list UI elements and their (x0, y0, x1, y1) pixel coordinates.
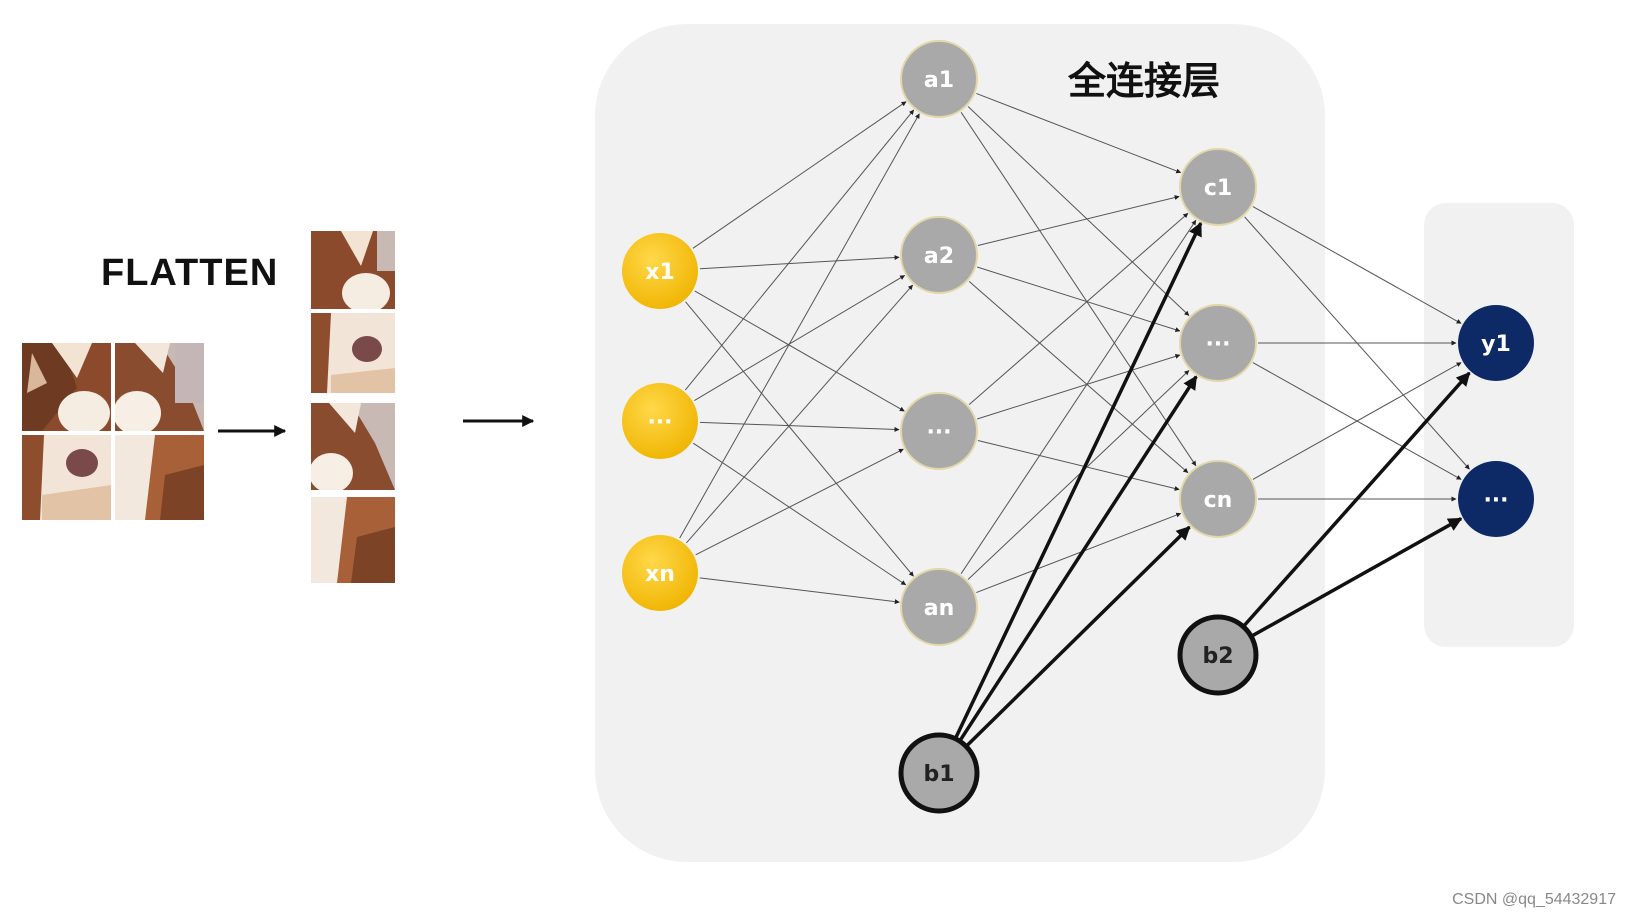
fully-connected-title: 全连接层 (1068, 59, 1221, 103)
dog-tile-art (115, 435, 204, 520)
flat-tile-1 (311, 231, 395, 309)
dog-tile-art (311, 231, 395, 309)
node-circle-a1 (900, 40, 978, 118)
node-label-cn: cn (1204, 488, 1233, 513)
node-xn: xn (622, 535, 698, 611)
edge-xn-a1 (679, 113, 920, 539)
node-label-an: an (924, 596, 955, 621)
edge-an-cn (976, 512, 1182, 594)
dog-tile-art (115, 343, 204, 431)
node-label-x1: x1 (645, 260, 675, 285)
node-circle-ad (900, 392, 978, 470)
node-label-xd: ··· (647, 410, 672, 435)
edge-an-cd (967, 370, 1190, 580)
node-label-a1: a1 (924, 68, 954, 93)
node-label-ad: ··· (926, 420, 951, 445)
dog-tile-art (311, 403, 395, 490)
node-circle-cd (1179, 304, 1257, 382)
node-b1: b1 (898, 732, 980, 814)
edge-xd-an (693, 442, 907, 586)
bias-edge-b1-cn (966, 525, 1191, 747)
node-c1: c1 (1179, 148, 1257, 226)
bias-edges-layer (954, 221, 1471, 747)
edge-a2-c1 (977, 195, 1180, 247)
node-circle-cn (1179, 460, 1257, 538)
flat-tile-4 (311, 497, 395, 583)
node-cd: ··· (1179, 304, 1257, 382)
edge-x1-a2 (699, 255, 900, 270)
bias-edge-b2-yd (1252, 517, 1463, 637)
edge-ad-cn (977, 439, 1180, 491)
node-label-xn: xn (645, 562, 675, 587)
flat-tile-3 (311, 403, 395, 490)
nodes-layer: x1 ··· xn a1 a2 ··· an b1 c1 ··· cn b2 y1 ··· (622, 40, 1534, 814)
flat-tile-2 (311, 313, 395, 393)
node-circle-yd (1458, 461, 1534, 537)
edge-a1-cn (960, 112, 1197, 467)
edge-ad-cd (976, 354, 1181, 420)
dog-tile-top-right (115, 343, 204, 431)
node-label-y1: y1 (1481, 332, 1511, 357)
node-x1: x1 (622, 233, 698, 309)
edge-ad-c1 (968, 212, 1189, 406)
node-circle-y1 (1458, 305, 1534, 381)
node-circle-a2 (900, 216, 978, 294)
edge-xn-a2 (686, 284, 913, 544)
node-circle-x1 (622, 233, 698, 309)
edge-xd-a2 (694, 275, 906, 401)
node-circle-b1 (898, 732, 980, 814)
node-circle-xn (622, 535, 698, 611)
node-b2: b2 (1177, 614, 1259, 696)
node-cn: cn (1179, 460, 1257, 538)
edge-xd-a1 (684, 109, 915, 391)
dog-tile-bottom-left (22, 435, 111, 520)
dog-tile-art (311, 497, 395, 583)
node-xd: ··· (622, 383, 698, 459)
node-label-b2: b2 (1202, 644, 1233, 669)
node-label-cd: ··· (1205, 332, 1230, 357)
node-circle-an (900, 568, 978, 646)
bias-edge-b2-y1 (1243, 371, 1471, 627)
edge-cn-y1 (1252, 362, 1462, 480)
watermark: CSDN @qq_54432917 (1452, 891, 1616, 908)
edge-x1-an (685, 301, 914, 577)
edges-layer (679, 92, 1470, 605)
node-label-yd: ··· (1483, 488, 1508, 513)
output-panel (1424, 203, 1574, 647)
edge-a2-cd (976, 266, 1181, 332)
dog-tile-art (22, 343, 111, 431)
edge-xd-ad (699, 421, 900, 432)
edge-an-c1 (960, 219, 1197, 574)
node-label-a2: a2 (924, 244, 954, 269)
node-yd: ··· (1458, 461, 1534, 537)
flatten-label: FLATTEN (101, 252, 279, 294)
dog-tile-top-left (22, 343, 111, 431)
edge-a2-cn (968, 280, 1189, 474)
node-ad: ··· (900, 392, 978, 470)
node-circle-xd (622, 383, 698, 459)
edge-x1-a1 (692, 101, 907, 249)
dog-tile-bottom-right (115, 435, 204, 520)
node-a1: a1 (900, 40, 978, 118)
node-an: an (900, 568, 978, 646)
edge-a1-c1 (976, 92, 1182, 174)
node-circle-b2 (1177, 614, 1259, 696)
edge-c1-y1 (1252, 206, 1462, 324)
edge-xn-ad (695, 448, 904, 556)
bias-edge-b1-c1 (954, 221, 1203, 738)
node-circle-c1 (1179, 148, 1257, 226)
edge-xn-an (699, 577, 900, 605)
edge-x1-ad (694, 290, 905, 412)
node-label-b1: b1 (923, 762, 954, 787)
node-a2: a2 (900, 216, 978, 294)
bias-edge-b1-cd (959, 375, 1198, 741)
edge-a1-cd (967, 106, 1190, 316)
node-y1: y1 (1458, 305, 1534, 381)
node-label-c1: c1 (1204, 176, 1232, 201)
dog-tile-art (311, 313, 395, 393)
dog-tile-art (22, 435, 111, 520)
